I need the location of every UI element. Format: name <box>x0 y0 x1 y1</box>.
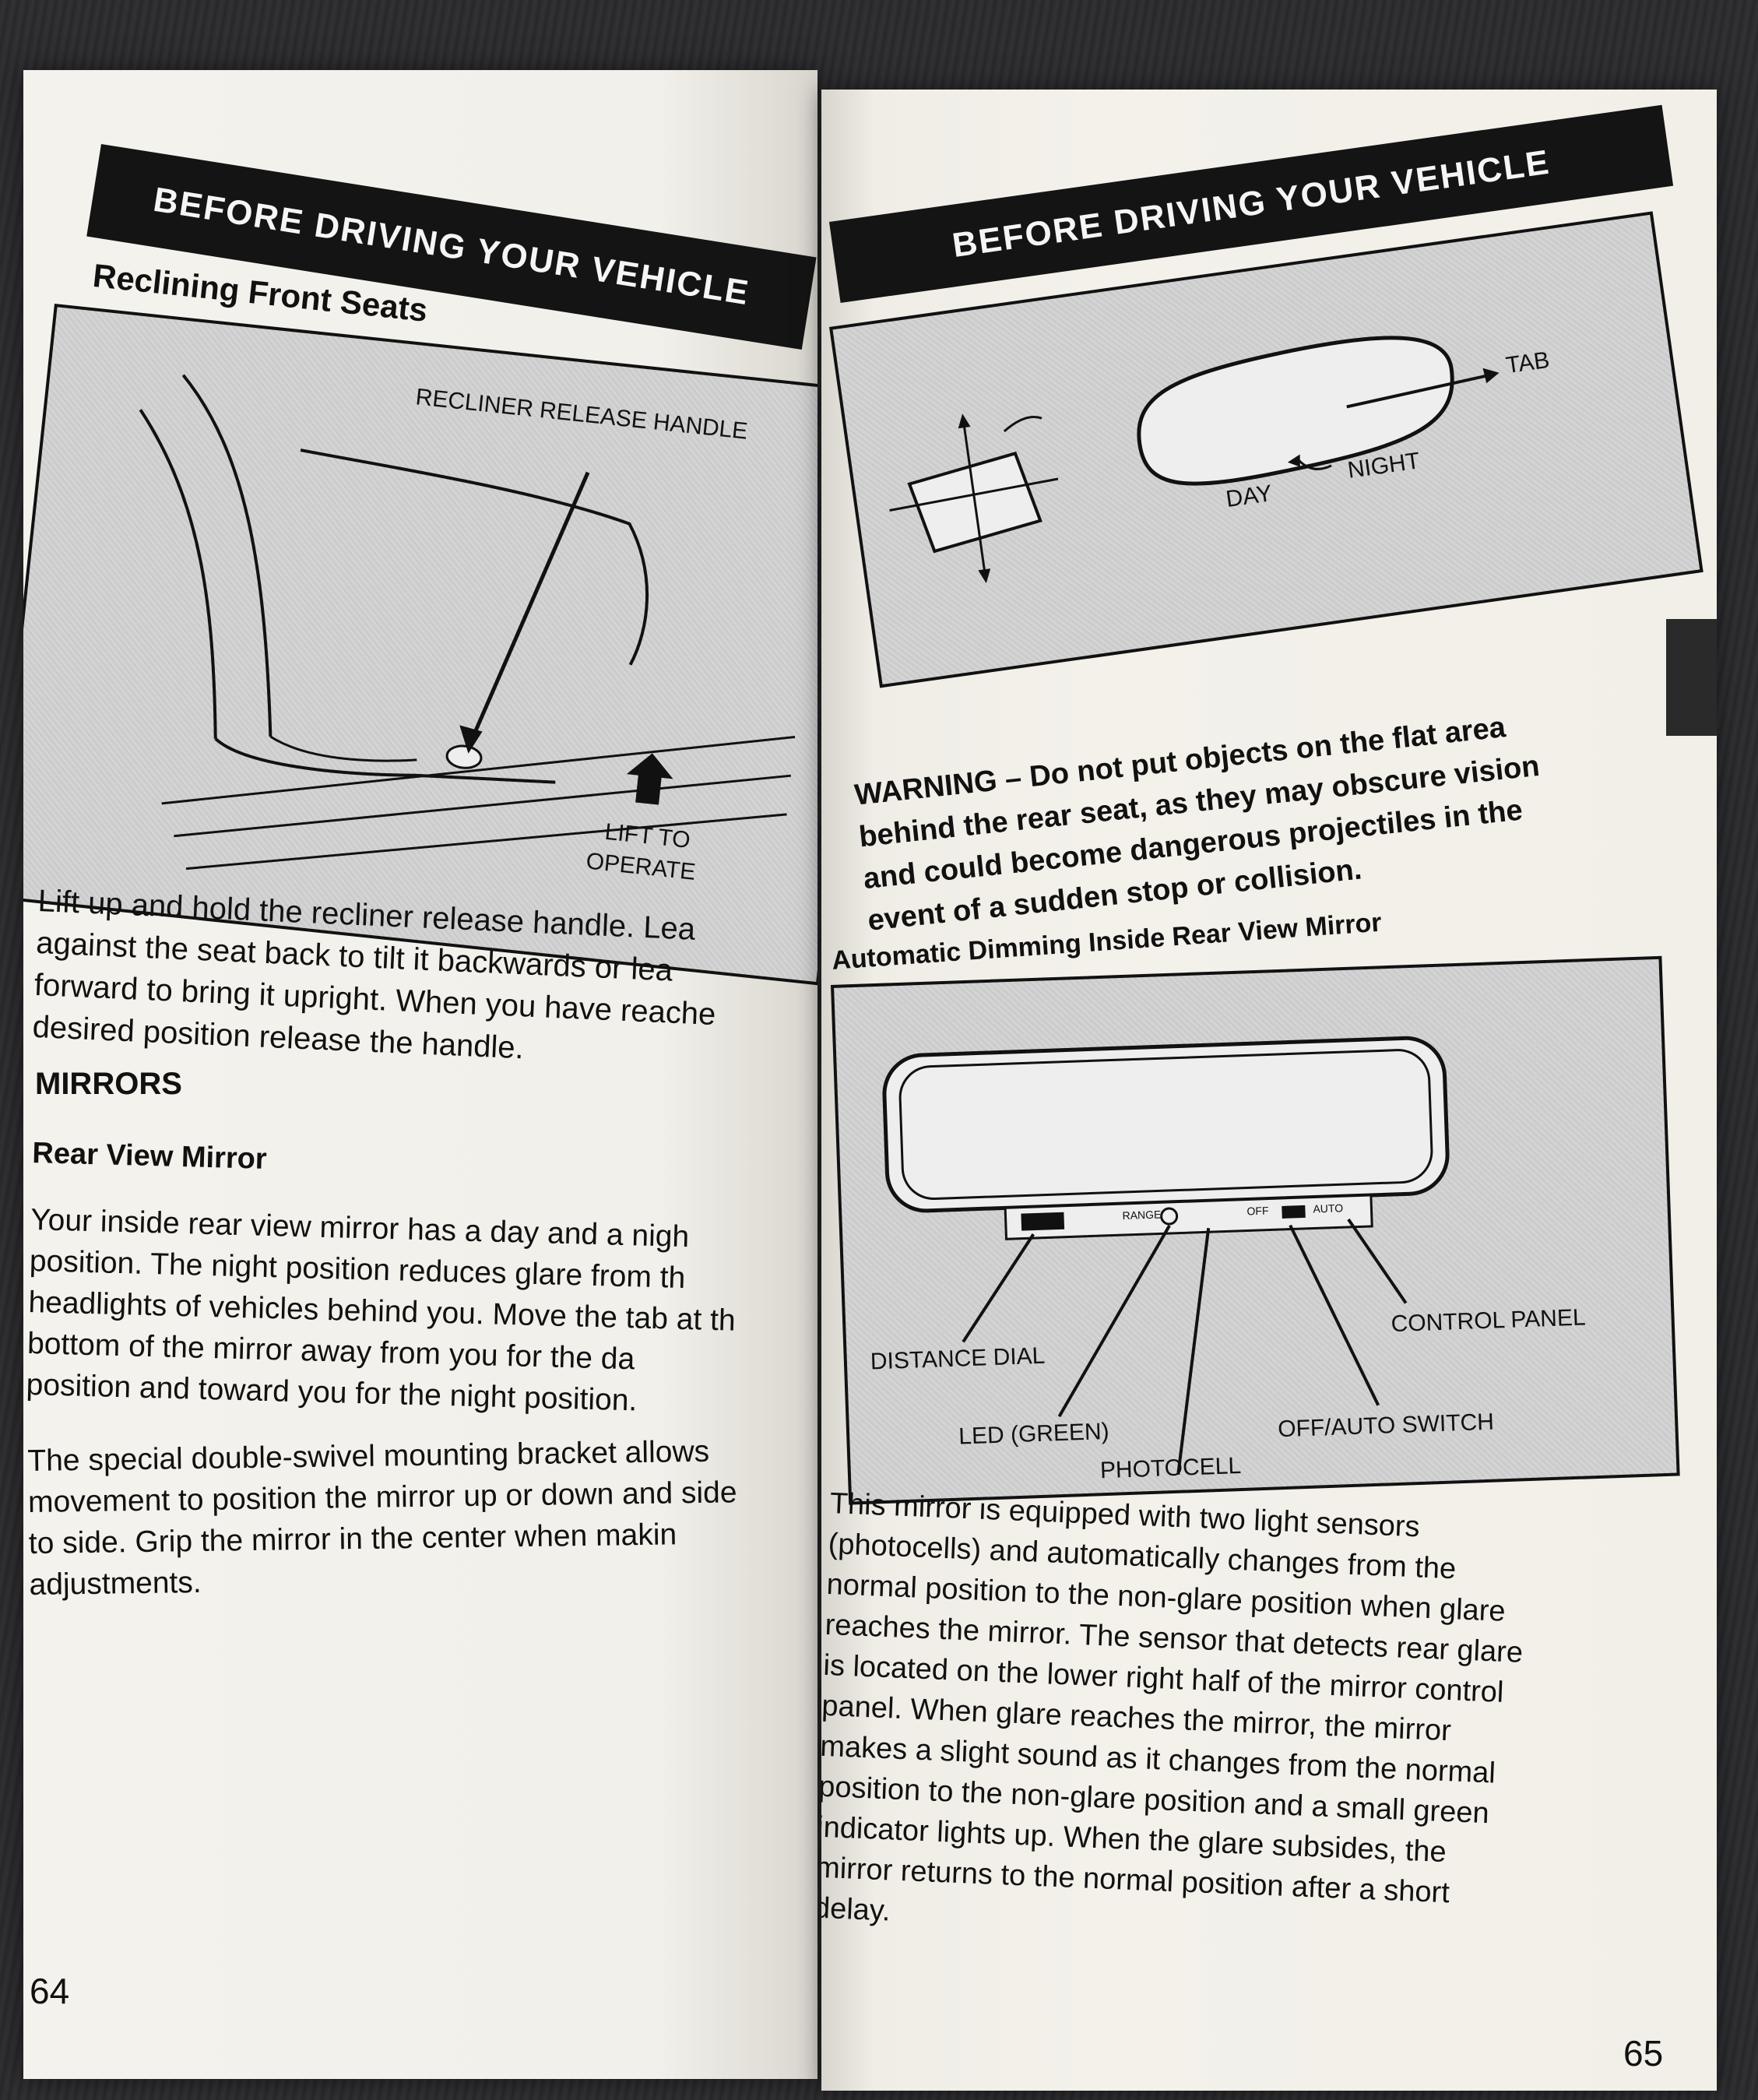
distance-dial-icon <box>1021 1212 1065 1231</box>
label-off: OFF <box>1246 1204 1269 1218</box>
tab-pointer <box>1346 373 1493 409</box>
control-panel-strip <box>1004 1194 1373 1240</box>
right-page: BEFORE DRIVING YOUR VEHICLE TAB DAY NIGH… <box>821 90 1717 2091</box>
automatic-dimming-mirror-figure: RANGE OFF AUTO DISTANCE DIAL LED (GREEN)… <box>831 955 1680 1505</box>
label-photocell: PHOTOCELL <box>1099 1452 1242 1484</box>
recliner-instructions: Lift up and hold the recliner release ha… <box>31 883 717 1066</box>
label-range: RANGE <box>1122 1208 1162 1222</box>
page-number-left: 64 <box>30 1971 70 2011</box>
led-icon <box>1160 1207 1179 1226</box>
seat-illustration <box>139 374 796 871</box>
mirrors-heading: MIRRORS <box>35 1067 182 1101</box>
label-auto: AUTO <box>1313 1201 1344 1215</box>
day-night-mirror-illustration <box>889 336 1500 584</box>
rear-view-mirror-heading: Rear View Mirror <box>31 1137 268 1176</box>
lift-arrow-icon <box>626 753 673 805</box>
switch-icon <box>1282 1205 1306 1219</box>
auto-dim-mirror-illustration <box>882 1036 1450 1476</box>
page-number-right: 65 <box>1623 2033 1664 2074</box>
label-led-green: LED (GREEN) <box>958 1418 1110 1450</box>
reclining-seat-figure: RECLINER RELEASE HANDLE LIFT TO OPERATE <box>23 304 817 986</box>
mounting-bracket-text: The special double-swivel mounting brack… <box>27 1434 737 1602</box>
auto-dimming-description: This mirror is equipped with two light s… <box>821 1486 1524 1928</box>
warning-text: WARNING – Do not put objects on the flat… <box>853 711 1542 937</box>
page-edge-tab <box>1666 619 1717 736</box>
day-night-mirror-figure: TAB DAY NIGHT <box>829 211 1704 688</box>
left-page: BEFORE DRIVING YOUR VEHICLE Reclining Fr… <box>23 70 817 2079</box>
rear-view-mirror-text: Your inside rear view mirror has a day a… <box>26 1202 737 1418</box>
